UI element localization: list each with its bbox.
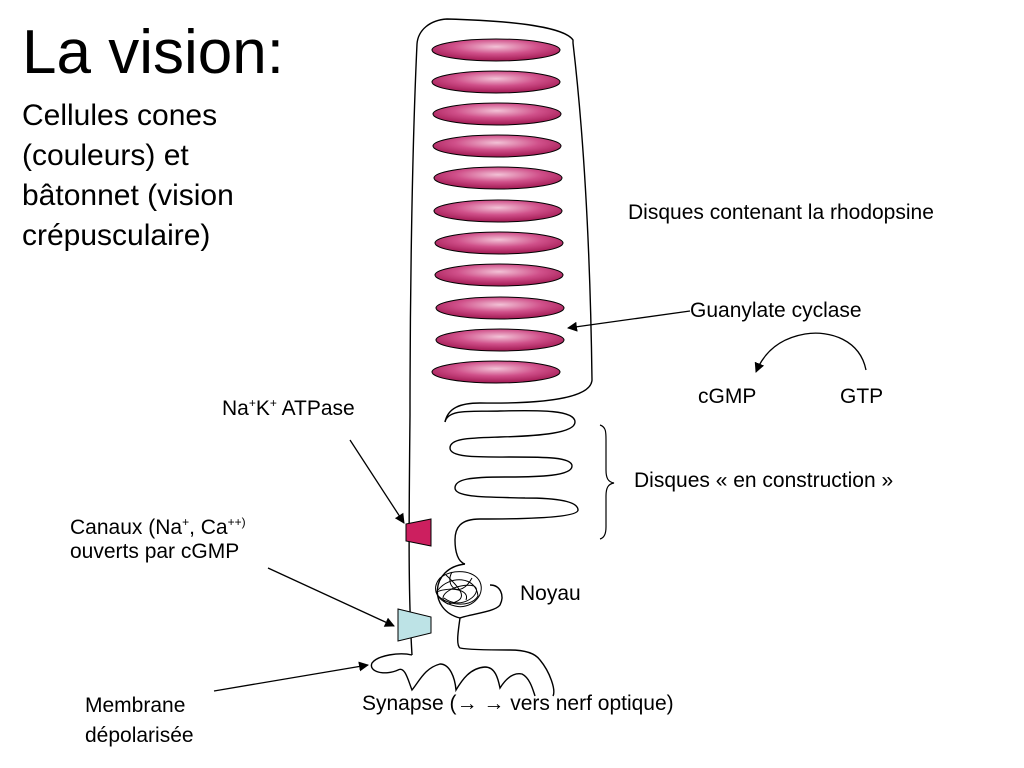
rhodopsin-disk xyxy=(435,296,565,320)
rhodopsin-disks xyxy=(431,38,565,384)
channels-label-line2: ouverts par cGMP xyxy=(70,540,240,563)
rhodopsin-disk xyxy=(435,328,565,352)
rhodopsin-disk xyxy=(432,102,562,126)
inner-segment-outline xyxy=(436,563,555,697)
atpase-plus: + xyxy=(269,396,277,410)
gtp-label: GTP xyxy=(840,385,884,408)
atpase-rest: ATPase xyxy=(276,397,355,420)
channels-label-line1: Canaux (Na+, Ca++) xyxy=(70,516,246,540)
synapse-text: vers nerf optique) xyxy=(504,692,674,715)
cgmp-channel-icon xyxy=(397,608,432,642)
subtitle-line: crépusculaire) xyxy=(22,219,211,252)
rhodopsin-disk xyxy=(432,134,562,158)
gtp-to-cgmp-arrow xyxy=(754,332,867,373)
construction-disks-label: Disques « en construction » xyxy=(634,469,894,492)
guanylate-cyclase-label: Guanylate cyclase xyxy=(690,299,862,322)
atpase-plus: + xyxy=(248,396,256,410)
membrane-label-line: dépolarisée xyxy=(85,724,194,747)
channels-text: Canaux (Na xyxy=(70,516,183,539)
nucleus-icon xyxy=(435,571,482,608)
arrow-right-icon: → xyxy=(456,692,478,715)
nucleus-bulge xyxy=(459,584,503,619)
page-title: La vision: xyxy=(22,18,284,87)
rhodopsin-disk xyxy=(431,70,561,94)
construction-folds xyxy=(444,409,579,565)
atpase-arrow xyxy=(349,439,405,524)
atpase-k: K xyxy=(255,397,270,420)
rhodopsin-disk xyxy=(433,166,563,190)
subtitle-line: (couleurs) et xyxy=(22,139,189,172)
channels-text: , Ca xyxy=(189,516,228,539)
atpase-pump-icon xyxy=(405,518,432,547)
arrow-right-icon: → xyxy=(483,692,505,715)
rhodopsin-disks-label: Disques contenant la rhodopsine xyxy=(628,201,934,224)
channels-plusplus: ++) xyxy=(227,515,246,529)
synapse-terminal xyxy=(370,653,536,697)
rhodopsin-disk xyxy=(431,38,561,62)
membrane-label: Membrane dépolarisée xyxy=(85,691,194,751)
subtitle: Cellules cones (couleurs) et bâtonnet (v… xyxy=(22,96,322,256)
subtitle-line: Cellules cones xyxy=(22,99,218,132)
channels-label: Canaux (Na+, Ca++) ouverts par cGMP xyxy=(70,516,246,564)
guanylate-cyclase-arrow xyxy=(567,310,691,332)
cell-left-membrane xyxy=(408,43,418,656)
rhodopsin-disk xyxy=(434,231,564,255)
nucleus-label: Noyau xyxy=(520,582,581,605)
cgmp-label: cGMP xyxy=(698,385,757,408)
channels-plus: + xyxy=(182,515,190,529)
rhodopsin-disk xyxy=(431,360,561,384)
atpase-label: Na+K+ ATPase xyxy=(222,397,355,421)
subtitle-line: bâtonnet (vision xyxy=(22,179,234,212)
rhodopsin-disk xyxy=(433,199,563,223)
rhodopsin-disk xyxy=(434,263,564,287)
membrane-arrow xyxy=(213,661,369,692)
membrane-label-line: Membrane xyxy=(85,694,186,717)
atpase-na: Na xyxy=(222,397,249,420)
construction-brace xyxy=(599,424,615,540)
synapse-text: Synapse ( xyxy=(362,692,457,715)
outer-segment-outline xyxy=(416,18,593,423)
synapse-label: Synapse (→ → vers nerf optique) xyxy=(362,692,674,716)
channels-arrow xyxy=(267,567,395,627)
